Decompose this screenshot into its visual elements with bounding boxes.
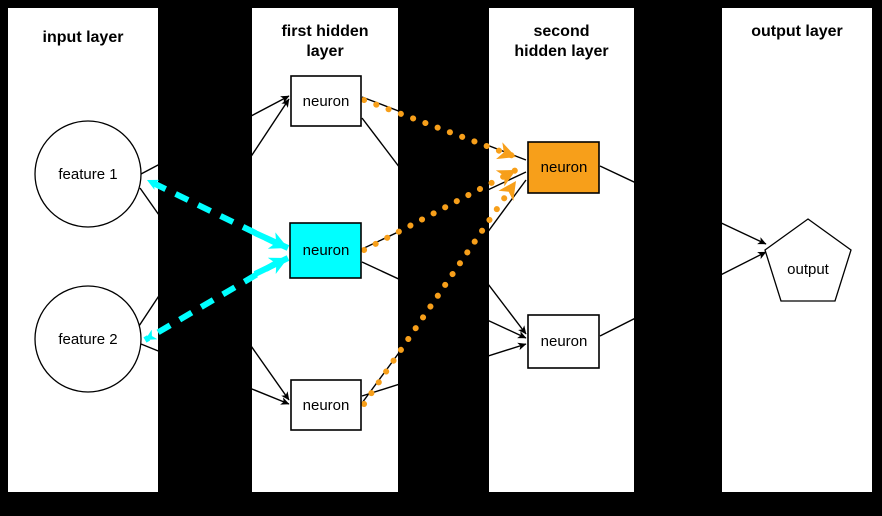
panel-title-second-hidden-layer-line2: hidden layer — [514, 43, 609, 60]
panel-title-input-layer: input layer — [42, 29, 124, 46]
panel-second-hidden-layer: second hidden layer — [489, 8, 634, 492]
panel-title-first-hidden-layer-line1: first hidden — [281, 23, 369, 40]
panel-input-layer: input layer — [8, 8, 158, 492]
panel-title-output-layer: output layer — [751, 23, 843, 40]
panel-title-first-hidden-layer-line2: layer — [306, 43, 344, 60]
panel-title-second-hidden-layer-line1: second — [533, 23, 590, 40]
black-edge-group — [138, 95, 767, 405]
panel-first-hidden-layer: first hidden layer — [252, 8, 398, 492]
panel-output-layer: output layer — [722, 8, 872, 492]
